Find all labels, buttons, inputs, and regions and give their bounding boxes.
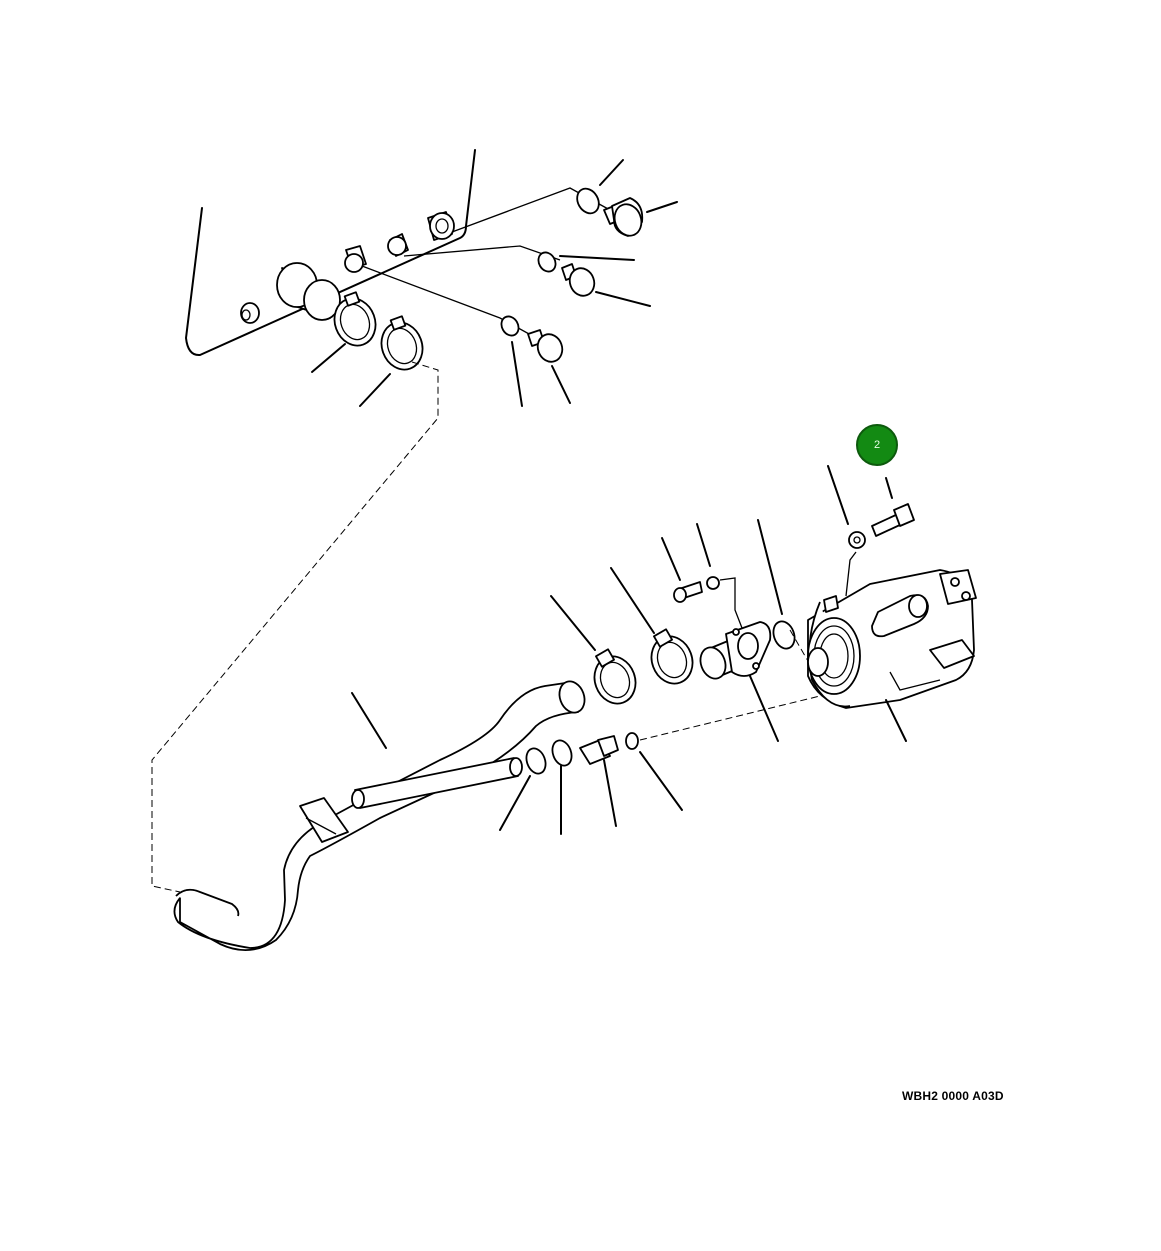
lower-leader-lines bbox=[351, 465, 907, 835]
flange-bolt bbox=[673, 576, 743, 629]
oring-plug-lower bbox=[500, 315, 564, 363]
drawing-code: WBH2 0000 A03D bbox=[902, 1089, 1004, 1103]
oring-plug-top bbox=[576, 187, 644, 237]
tank-boss-3 bbox=[427, 211, 455, 241]
upper-hose-clamp-2 bbox=[380, 315, 424, 371]
lower-connector bbox=[579, 732, 639, 765]
main-hose bbox=[173, 680, 586, 951]
tank-fitting-small bbox=[240, 302, 260, 324]
pump-body bbox=[807, 551, 977, 709]
pump-mounting-bolt bbox=[871, 503, 915, 537]
flange-oring bbox=[772, 620, 796, 650]
pump-mounting-washer bbox=[848, 531, 866, 549]
upper-leader-lines bbox=[311, 159, 678, 407]
pump-centerline bbox=[639, 695, 821, 741]
lower-hose-clamp-2 bbox=[650, 628, 694, 685]
lower-fitting-clamp-2 bbox=[551, 739, 573, 767]
oring-plug-middle bbox=[537, 251, 596, 297]
callout-label: 2 bbox=[873, 439, 881, 451]
small-tube bbox=[351, 757, 523, 809]
callout-marker-2[interactable]: 2 bbox=[856, 424, 898, 466]
tank-boss-2 bbox=[387, 233, 409, 257]
lower-fitting-clamp-1 bbox=[525, 747, 547, 775]
tank-panel bbox=[185, 149, 476, 357]
tank-outlet-pipe bbox=[276, 262, 341, 321]
hose-route-centerline bbox=[151, 361, 439, 893]
flange-fitting bbox=[699, 621, 772, 680]
lower-hose-clamp-1 bbox=[593, 648, 637, 705]
tank-boss-1 bbox=[344, 245, 367, 273]
upper-hose-clamp-1 bbox=[333, 291, 377, 347]
